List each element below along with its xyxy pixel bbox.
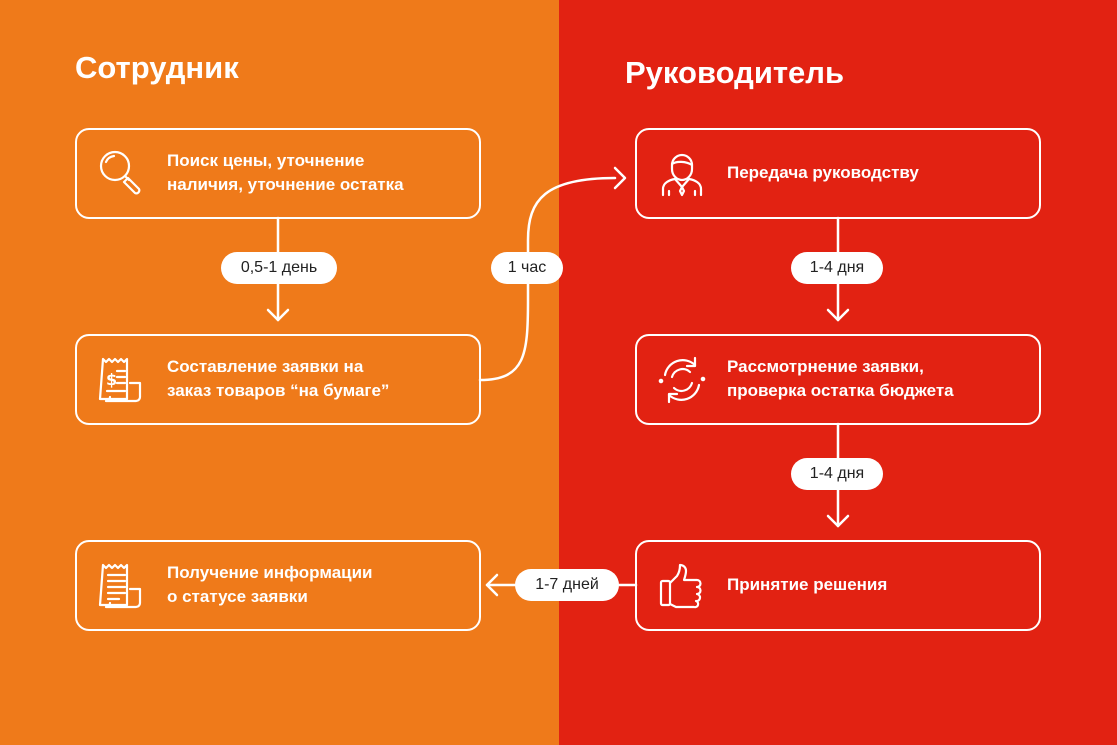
step-compose-label: Составление заявки на заказ товаров “на … bbox=[167, 357, 390, 400]
duration-compose-handover: 1 час bbox=[491, 252, 563, 284]
duration-search-compose: 0,5-1 день bbox=[221, 252, 337, 284]
employee-column bbox=[0, 0, 559, 745]
step-compose: $ Составление заявки на заказ товаров “н… bbox=[75, 334, 481, 425]
magnifier-icon bbox=[95, 147, 149, 201]
step-handover-label: Передача руководству bbox=[727, 163, 919, 182]
step-review: Рассмотрнение заявки, проверка остатка б… bbox=[635, 334, 1041, 425]
step-review-label: Рассмотрнение заявки, проверка остатка б… bbox=[727, 357, 954, 400]
employee-column-title: Сотрудник bbox=[75, 50, 239, 85]
step-search: Поиск цены, уточнение наличия, уточнение… bbox=[75, 128, 481, 219]
manager-column bbox=[559, 0, 1117, 745]
step-decision: Принятие решения bbox=[635, 540, 1041, 631]
document-icon bbox=[95, 559, 149, 613]
step-search-label: Поиск цены, уточнение наличия, уточнение… bbox=[167, 151, 404, 194]
refresh-icon bbox=[655, 353, 709, 407]
thumbs-up-icon bbox=[655, 559, 709, 613]
receipt-icon: $ bbox=[95, 353, 149, 407]
step-handover: Передача руководству bbox=[635, 128, 1041, 219]
manager-column-title: Руководитель bbox=[625, 55, 845, 90]
duration-decision-receive: 1-7 дней bbox=[515, 569, 619, 601]
step-receive-label: Получение информации о статусе заявки bbox=[167, 563, 373, 606]
duration-review-decision: 1-4 дня bbox=[791, 458, 883, 490]
step-decision-label: Принятие решения bbox=[727, 575, 888, 594]
step-receive: Получение информации о статусе заявки bbox=[75, 540, 481, 631]
svg-text:$: $ bbox=[106, 370, 117, 389]
manager-icon bbox=[655, 147, 709, 201]
duration-handover-review: 1-4 дня bbox=[791, 252, 883, 284]
